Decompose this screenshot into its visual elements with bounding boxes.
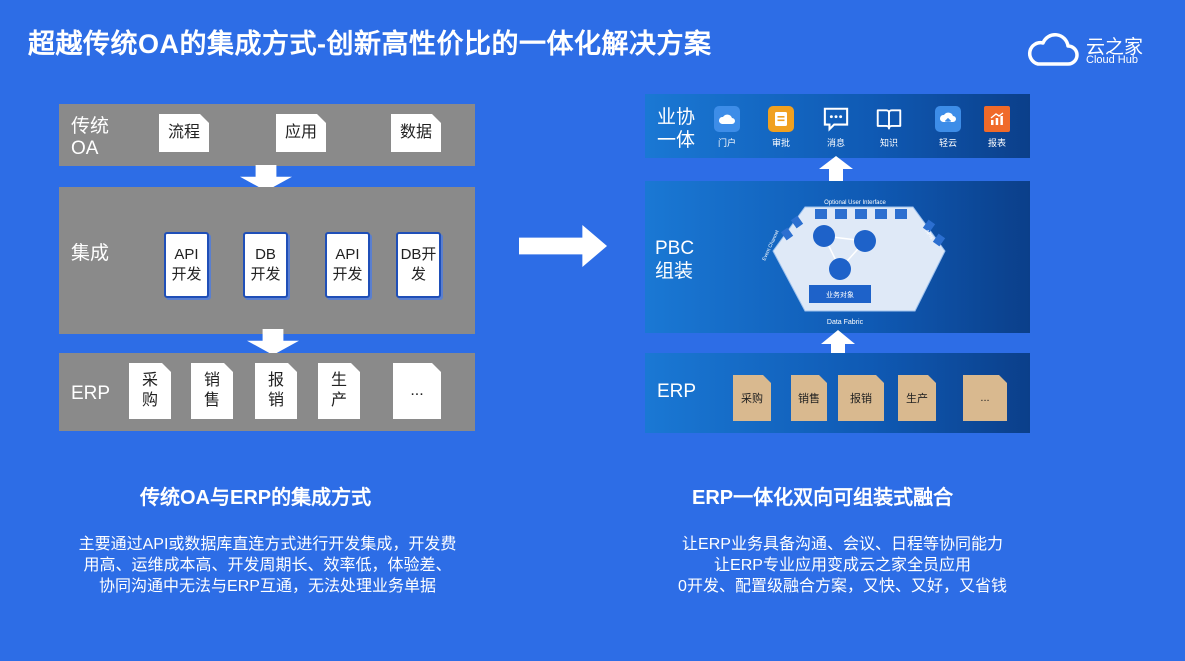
left-caption-text: 主要通过API或数据库直连方式进行开发集成，开发费 用高、运维成本高、开发周期长… (78, 536, 457, 595)
cloudhub-logo: 云之家 Cloud Hub (1026, 30, 1166, 70)
erp-doc-more: ... (963, 375, 1007, 421)
light-cloud-icon (935, 106, 961, 132)
cloud-logo-icon (1028, 33, 1079, 66)
cloud-icon (714, 106, 740, 132)
right-caption-text: 让ERP业务具备沟通、会议、日程等协同能力 让ERP专业应用变成云之家全员应用 … (678, 536, 1007, 595)
erp-band-left: ERP 采 购 销 售 报 销 生 产 ... (59, 353, 475, 431)
erp-label-right: ERP (657, 381, 697, 402)
pbc-top-text: Optional User Interface (824, 200, 886, 206)
erp-doc-purchase: 采购 (733, 375, 771, 421)
erp-doc-expense: 报销 (838, 375, 884, 421)
right-arrow-icon (519, 225, 607, 267)
app-knowledge[interactable]: 知识 (869, 106, 909, 149)
pbc-business-object-box (809, 285, 871, 303)
integration-label: 集成 (71, 243, 110, 264)
collab-band: 业协一体 门户 审批 消息 知识 轻云 报表 (645, 94, 1030, 158)
erp-doc-expense: 报 销 (255, 363, 297, 419)
integration-doc-db-2: DB开 发 (396, 232, 441, 298)
erp-label-left: ERP (71, 383, 111, 404)
app-approval[interactable]: 审批 (761, 106, 801, 149)
logo-text-cn: 云之家 (1086, 37, 1144, 58)
erp-band-right: ERP 采购 销售 报销 生产 ... (645, 353, 1030, 433)
integration-doc-api-2: API 开发 (325, 232, 370, 298)
erp-doc-more: ... (393, 363, 441, 419)
pbc-node (829, 258, 851, 280)
oa-doc-data: 数据 (391, 114, 441, 152)
erp-doc-production: 生产 (898, 375, 936, 421)
integration-band: 集成 API 开发 DB 开发 API 开发 DB开 发 (59, 187, 475, 334)
message-icon (823, 106, 849, 132)
app-light-cloud[interactable]: 轻云 (928, 106, 968, 149)
integration-doc-api-1: API 开发 (164, 232, 209, 298)
pbc-node (813, 225, 835, 247)
pbc-ui-segments (815, 209, 907, 219)
report-icon (984, 106, 1010, 132)
page-title: 超越传统OA的集成方式-创新高性价比的一体化解决方案 (28, 29, 712, 59)
app-portal[interactable]: 门户 (707, 106, 747, 149)
book-icon (876, 106, 902, 132)
oa-doc-application: 应用 (276, 114, 326, 152)
pbc-bottom-text: Data Fabric (827, 319, 864, 326)
integration-doc-db-1: DB 开发 (243, 232, 288, 298)
app-report[interactable]: 报表 (977, 106, 1017, 149)
pbc-right-text: APIs (923, 229, 934, 242)
approval-icon (768, 106, 794, 132)
erp-doc-purchase: 采 购 (129, 363, 171, 419)
erp-doc-production: 生 产 (318, 363, 360, 419)
oa-doc-process: 流程 (159, 114, 209, 152)
collab-label: 业协一体 (657, 107, 696, 151)
erp-doc-sales: 销 售 (191, 363, 233, 419)
left-caption-title: 传统OA与ERP的集成方式 (140, 487, 372, 509)
pbc-node (854, 230, 876, 252)
pbc-side-segments (780, 215, 946, 247)
erp-doc-sales: 销售 (791, 375, 827, 421)
logo-text-en: Cloud Hub (1086, 54, 1138, 66)
pbc-diagram: 业务对象 Optional User Interface Event Chann… (761, 200, 946, 326)
pbc-center-text: 业务对象 (826, 290, 854, 299)
right-caption-title: ERP一体化双向可组装式融合 (692, 487, 954, 509)
app-message[interactable]: 消息 (816, 106, 856, 149)
